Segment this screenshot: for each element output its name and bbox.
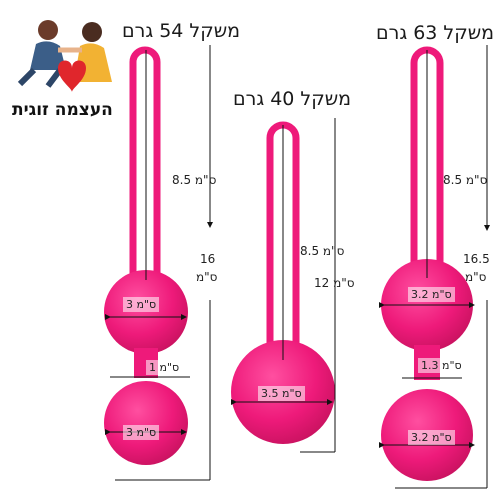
right-total-length-unit: ס"מ bbox=[465, 270, 487, 284]
left-ball-top-diameter: 3 ס"מ bbox=[123, 297, 160, 312]
right-ball-bottom-diameter: 3.2 ס"מ bbox=[408, 430, 455, 445]
left-weight-label: משקל 54 גרם bbox=[122, 20, 241, 42]
middle-weight-label: משקל 40 גרם bbox=[233, 88, 352, 110]
middle-string-length: 8.5 ס"מ bbox=[300, 244, 345, 258]
right-weight-label: משקל 63 גרם bbox=[376, 22, 495, 44]
left-neck-length: 1 ס"מ bbox=[146, 360, 183, 375]
logo-text: העצמה זוגית bbox=[12, 100, 113, 120]
right-string-length: 8.5 ס"מ bbox=[443, 173, 488, 187]
logo-couple-icon bbox=[17, 20, 112, 92]
right-ball-top-diameter: 3.2 ס"מ bbox=[408, 287, 455, 302]
left-string-length: 8.5 ס"מ bbox=[172, 173, 217, 187]
middle-ball-diameter: 3.5 ס"מ bbox=[258, 386, 305, 401]
left-total-length-unit: ס"מ bbox=[196, 270, 218, 284]
left-ball-bottom-diameter: 3 ס"מ bbox=[123, 425, 160, 440]
right-measure-lines bbox=[379, 45, 490, 489]
middle-measure-lines bbox=[231, 118, 336, 453]
right-neck-length: 1.3 ס"מ bbox=[418, 358, 465, 373]
right-total-length-value: 16.5 bbox=[463, 252, 490, 266]
left-measure-lines bbox=[105, 45, 213, 481]
middle-total-length: 12 ס"מ bbox=[314, 276, 355, 290]
left-total-length-value: 16 bbox=[200, 252, 216, 266]
